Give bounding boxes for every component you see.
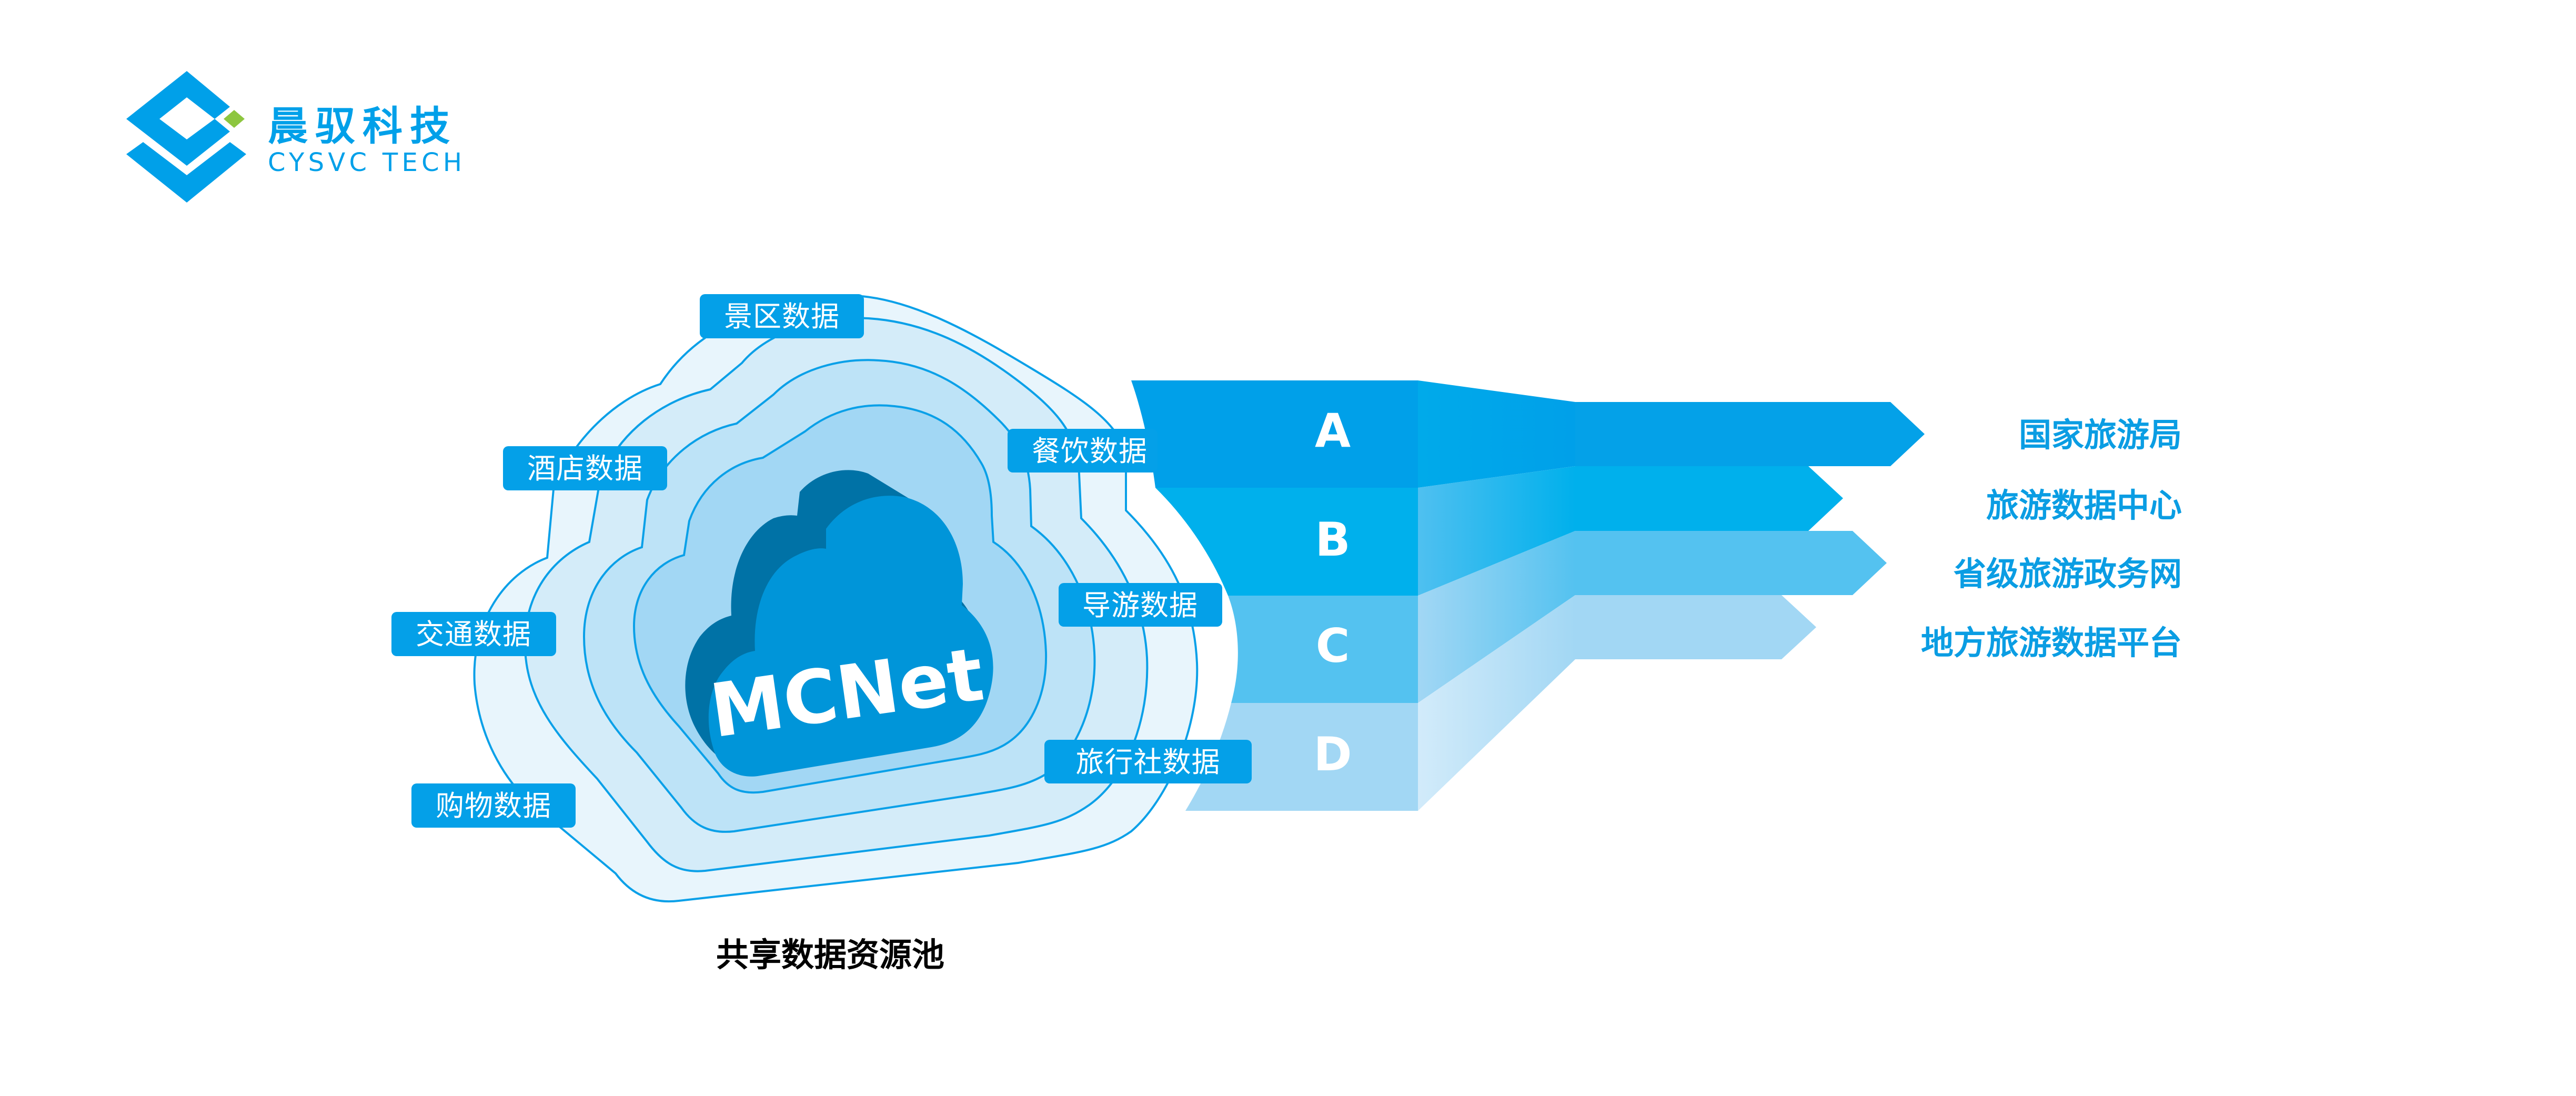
band-a-connector [1418, 380, 1575, 488]
logo-mark-icon [126, 71, 246, 203]
pool-caption: 共享数据资源池 [716, 936, 944, 974]
band-d-letter: D [1313, 727, 1352, 781]
arrow-a[interactable] [1575, 402, 1925, 466]
band-c-block[interactable] [1228, 596, 1418, 703]
band-a-letter: A [1315, 404, 1351, 458]
tag-dining[interactable]: 餐饮数据 [1008, 429, 1158, 472]
band-d-block[interactable] [1185, 703, 1418, 811]
tag-agency-bg [1044, 740, 1252, 783]
arrow-c[interactable] [1575, 531, 1887, 595]
brand-name-en: CYSVC TECH [268, 148, 467, 177]
brand-logo: 晨驭科技 CYSVC TECH [126, 71, 467, 203]
logo-bottom-chevron [126, 142, 246, 203]
band-b-connector [1418, 466, 1575, 596]
logo-top-diamond [126, 71, 230, 166]
tag-hotel-bg [503, 446, 667, 490]
tag-shopping-bg [411, 783, 576, 828]
destination-b-label[interactable]: 旅游数据中心 [1986, 486, 2182, 525]
tag-scenic-bg [700, 294, 864, 338]
band-c-connector [1418, 531, 1575, 703]
logo-green-diamond [224, 110, 245, 128]
tag-dining-label: 餐饮数据 [1032, 435, 1148, 468]
tag-scenic-label: 景区数据 [724, 300, 840, 333]
tag-agency-label: 旅行社数据 [1076, 746, 1221, 779]
tag-hotel[interactable]: 酒店数据 [503, 446, 667, 490]
band-a-block[interactable] [1131, 380, 1418, 488]
channel-bands: A B C D [1131, 380, 1925, 811]
tag-traffic-bg [391, 612, 556, 656]
destination-labels: 国家旅游局 旅游数据中心 省级旅游政务网 地方旅游数据平台 [1921, 416, 2182, 662]
tag-dining-bg [1008, 429, 1158, 472]
tag-hotel-label: 酒店数据 [527, 452, 643, 485]
band-b-letter: B [1315, 512, 1350, 567]
core-cloud-front [708, 496, 993, 777]
arrow-b[interactable] [1575, 466, 1843, 531]
tag-scenic[interactable]: 景区数据 [700, 294, 864, 338]
brand-name-cn: 晨驭科技 [268, 103, 457, 149]
destination-a-label[interactable]: 国家旅游局 [2019, 416, 2182, 454]
band-d-connector [1418, 595, 1575, 811]
tag-shopping-label: 购物数据 [436, 789, 551, 822]
tag-guide[interactable]: 导游数据 [1059, 583, 1222, 627]
tag-guide-label: 导游数据 [1082, 589, 1198, 622]
destination-c-label[interactable]: 省级旅游政务网 [1954, 555, 2182, 593]
tag-agency[interactable]: 旅行社数据 [1044, 740, 1252, 783]
destination-d-label[interactable]: 地方旅游数据平台 [1921, 624, 2182, 662]
tag-traffic-label: 交通数据 [416, 618, 531, 651]
band-b-block[interactable] [1155, 488, 1418, 596]
band-c-letter: C [1316, 619, 1350, 673]
tag-shopping[interactable]: 购物数据 [411, 783, 576, 828]
tag-traffic[interactable]: 交通数据 [391, 612, 556, 656]
tag-guide-bg [1059, 583, 1222, 627]
arrow-d[interactable] [1575, 595, 1816, 659]
